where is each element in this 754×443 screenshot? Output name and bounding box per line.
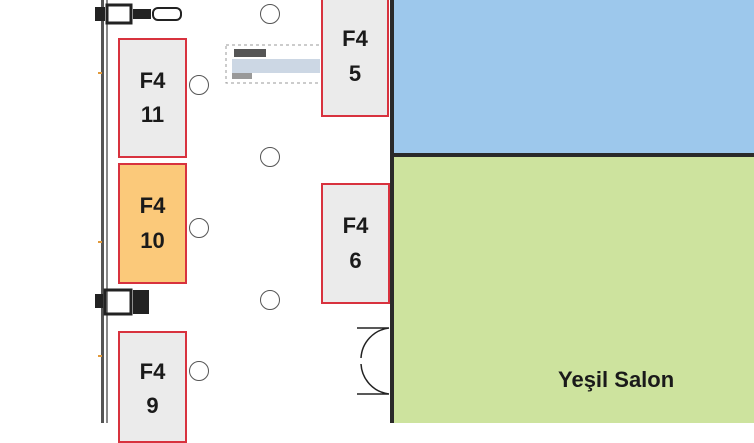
booth-hall-code: F4 [342, 213, 369, 239]
left-wall-inner [106, 0, 108, 423]
wall-marker [98, 241, 102, 243]
column-icon [189, 218, 209, 238]
booth-number: 5 [348, 60, 362, 86]
door-icon[interactable] [355, 326, 391, 396]
column-icon [189, 361, 209, 381]
booth-number: 11 [140, 102, 165, 127]
green-hall-label: Yeşil Salon [558, 367, 675, 392]
booth-f4-10[interactable]: F4 10 [118, 163, 187, 284]
booth-number: 10 [140, 227, 165, 253]
left-wall [101, 0, 104, 423]
fire-extinguisher-icon [95, 3, 182, 25]
booth-hall-code: F4 [342, 26, 368, 52]
booth-hall-code: F4 [139, 359, 166, 384]
booth-f4-9[interactable]: F4 9 [118, 331, 187, 443]
furniture-placeholder-icon [225, 44, 323, 84]
wall-marker [98, 72, 102, 74]
blue-hall-area[interactable] [390, 0, 754, 158]
column-icon [260, 290, 280, 310]
column-icon [189, 75, 209, 95]
booth-number: 6 [349, 247, 362, 273]
column-icon [260, 147, 280, 167]
booth-number: 9 [146, 393, 159, 419]
wall-marker [98, 355, 102, 357]
booth-hall-code: F4 [139, 193, 166, 219]
booth-f4-6[interactable]: F4 6 [321, 183, 390, 304]
booth-f4-5[interactable]: F4 5 [321, 0, 389, 117]
green-hall-area[interactable] [390, 157, 754, 423]
column-icon [260, 4, 280, 24]
fire-hose-cabinet-icon [95, 288, 149, 316]
booth-hall-code: F4 [139, 67, 166, 93]
booth-f4-11[interactable]: F4 11 [118, 38, 187, 158]
